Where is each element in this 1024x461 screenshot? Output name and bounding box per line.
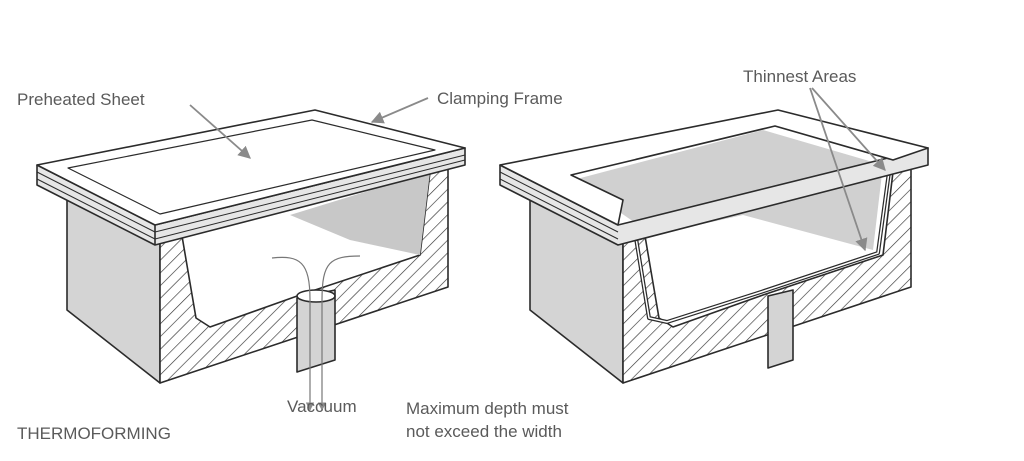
vacuum-flow-arrow [271, 256, 315, 411]
frame-layer-line [36, 178, 156, 240]
right-mold [499, 109, 929, 384]
clamping-frame-top [499, 109, 929, 226]
label-arrows [189, 87, 886, 252]
clamping-frame-label: Clamping Frame [437, 89, 563, 108]
preheated-sheet-label: Preheated Sheet [17, 90, 145, 109]
thinnest-area-arrow-1 [811, 87, 886, 171]
max-depth-note-line1: Maximum depth must [406, 399, 569, 418]
preheated-sheet [67, 119, 436, 215]
vacuum-label: Vaccuum [287, 397, 357, 416]
frame-layer-line [499, 171, 619, 233]
max-depth-note-line2: not exceed the width [406, 422, 562, 441]
preheated-sheet-arrow [189, 104, 251, 159]
diagram-title: THERMOFORMING [17, 424, 171, 443]
cavity-shade [290, 172, 430, 255]
clamping-frame-arrow [370, 97, 429, 124]
vacuum-flow-lines [271, 255, 361, 411]
frame-layer-line [154, 154, 466, 233]
left-mold [36, 109, 466, 411]
vacuum-pipe-opening [296, 289, 336, 303]
vacuum-pipe [767, 289, 794, 369]
thinnest-area-arrow-2 [809, 87, 868, 252]
thinnest-areas-label: Thinnest Areas [743, 67, 857, 86]
vacuum-flow-arrow [317, 255, 361, 411]
frame-layer-line [499, 178, 619, 240]
frame-layer-line [154, 159, 466, 240]
frame-layer-line [36, 171, 156, 233]
